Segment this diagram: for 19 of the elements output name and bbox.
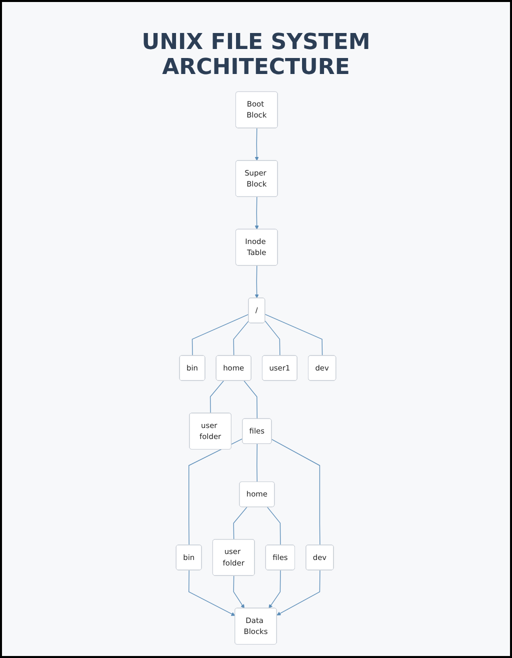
connector (192, 314, 249, 356)
arrow (268, 570, 281, 608)
connector (233, 320, 249, 356)
connector (264, 320, 280, 356)
connector (188, 438, 243, 546)
arrow (254, 265, 259, 298)
connector (266, 506, 281, 546)
connector (210, 380, 224, 414)
arrow (188, 570, 236, 616)
connector (233, 506, 248, 540)
connector (264, 314, 323, 356)
arrow (254, 128, 259, 161)
diagram-title: UNIX FILE SYSTEM ARCHITECTURE (140, 30, 372, 80)
connector (271, 439, 320, 546)
connector (256, 444, 258, 482)
arrow (254, 196, 259, 230)
arrow (233, 575, 244, 608)
connector (244, 380, 258, 420)
arrow (276, 570, 320, 616)
